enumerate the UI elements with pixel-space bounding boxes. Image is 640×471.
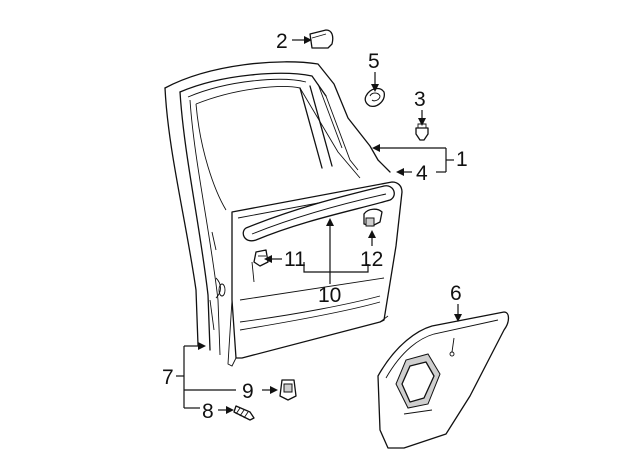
- door-frame: [164, 61, 391, 356]
- callout-3: 3: [414, 88, 426, 111]
- handle-part-12: [363, 208, 383, 227]
- push-clip-part-3: [415, 123, 429, 141]
- callout-4: 4: [416, 162, 428, 185]
- callout-6: 6: [450, 282, 462, 305]
- callout-10: 10: [318, 284, 341, 307]
- callout-2: 2: [276, 30, 288, 53]
- weatherstrip-end-part-2: [309, 29, 334, 49]
- leader-lines: [176, 36, 462, 414]
- retainer-clip-part-9: [279, 379, 297, 401]
- callout-12: 12: [360, 248, 383, 271]
- bolt-part-8: [233, 405, 255, 421]
- lock-clip-part-11: [253, 249, 269, 267]
- callout-8: 8: [202, 400, 214, 423]
- callout-1: 1: [456, 148, 468, 171]
- callout-9: 9: [242, 380, 254, 403]
- callout-7: 7: [162, 366, 174, 389]
- callout-5: 5: [368, 50, 380, 73]
- belt-molding-part-10: [242, 185, 395, 242]
- callout-11: 11: [284, 248, 306, 271]
- callout-labels: 2 5 3 1 4 11 12 10 6 7 9 8: [162, 30, 468, 423]
- trim-panel-part-6: [377, 311, 510, 449]
